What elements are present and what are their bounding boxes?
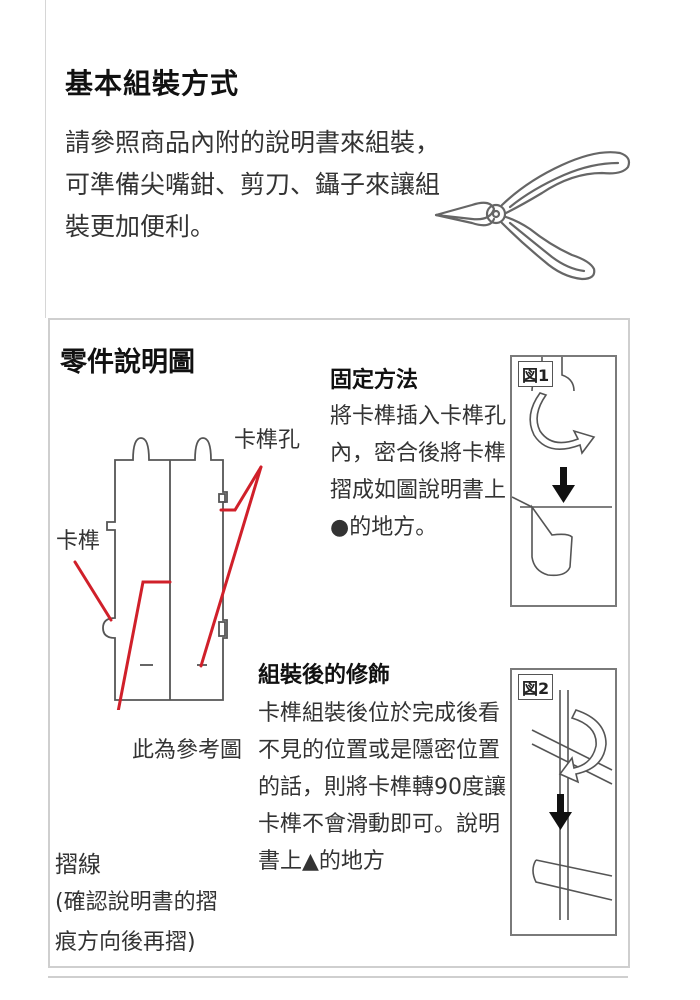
trimming-title: 組裝後的修飾 <box>258 663 391 688</box>
fixing-text: 將卡榫插入卡榫孔 內，密合後將卡榫 摺成如圖說明書上 ●的地方。 <box>330 398 506 546</box>
fixing-title: 固定方法 <box>330 368 419 393</box>
figure-2-label: 図2 <box>518 674 554 700</box>
down-arrow-icon <box>552 467 575 503</box>
down-arrow-icon <box>549 794 572 830</box>
intro-line: 可準備尖嘴鉗、剪刀、鑷子來讓組 <box>65 170 441 199</box>
pliers-icon <box>434 151 631 281</box>
trimming-line: 的話，則將卡榫轉90度讓 <box>258 775 506 800</box>
parts-title: 零件說明圖 <box>60 347 195 378</box>
parts-panel <box>48 318 630 968</box>
page-title: 基本組裝方式 <box>65 67 240 100</box>
label-reference: 此為參考圖 <box>132 738 243 763</box>
figure-1: 図1 <box>510 355 617 607</box>
intro-line: 裝更加便利。 <box>65 212 216 241</box>
rotate-arrow-icon <box>558 709 607 784</box>
trimming-line: 書上▲的地方 <box>258 849 385 874</box>
intro-section <box>45 0 651 318</box>
fold-note-line: (確認說明書的摺 <box>55 890 218 915</box>
trimming-line: 卡榫不會滑動即可。說明 <box>258 812 501 837</box>
fold-note: (確認說明書的摺 痕方向後再摺) <box>55 883 218 963</box>
parts-diagram <box>73 437 263 710</box>
label-tab: 卡榫 <box>56 529 101 554</box>
fixing-line: 摺成如圖說明書上 <box>330 478 507 503</box>
divider <box>48 976 628 978</box>
label-tab-slot: 卡榫孔 <box>234 428 301 453</box>
trimming-line: 卡榫組裝後位於完成後看 <box>258 701 501 726</box>
fixing-line: 內，密合後將卡榫 <box>330 441 507 466</box>
trimming-text: 卡榫組裝後位於完成後看 不見的位置或是隱密位置 的話，則將卡榫轉90度讓 卡榫不… <box>258 695 506 880</box>
intro-text: 請參照商品內附的說明書來組裝， 可準備尖嘴鉗、剪刀、鑷子來讓組 裝更加便利。 <box>65 122 441 248</box>
figure-1-label: 図1 <box>518 361 554 387</box>
fixing-line: 將卡榫插入卡榫孔 <box>330 404 507 429</box>
figure-2-drawing <box>531 690 613 920</box>
figure-2: 図2 <box>510 668 617 936</box>
label-fold-line: 摺線 <box>55 852 101 878</box>
intro-line: 請參照商品內附的說明書來組裝， <box>65 128 441 157</box>
trimming-line: 不見的位置或是隱密位置 <box>258 738 501 763</box>
fold-note-line: 痕方向後再摺) <box>55 930 196 955</box>
figure-1-drawing <box>512 357 612 577</box>
fixing-line: ●的地方。 <box>330 515 438 540</box>
rotate-arrow-icon <box>529 392 596 455</box>
